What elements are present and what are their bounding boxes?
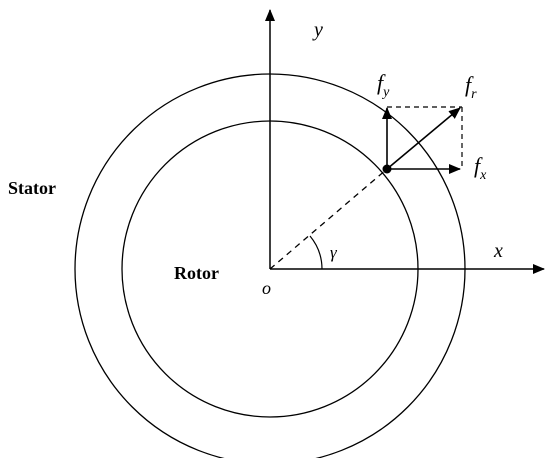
- fr-label: fr: [465, 72, 477, 102]
- force-application-point: [382, 164, 392, 174]
- rotor-label: Rotor: [174, 263, 219, 283]
- x-axis-label: x: [493, 240, 503, 262]
- fy-label-subscript: y: [381, 85, 390, 100]
- fr-label-subscript: r: [471, 87, 477, 102]
- stator-label: Stator: [8, 178, 56, 198]
- fy-label-base: f: [377, 70, 386, 95]
- fx-label-base: f: [474, 153, 483, 178]
- angle-arc: [309, 235, 323, 270]
- origin-label: o: [262, 278, 271, 298]
- fy-label: fy: [377, 70, 390, 100]
- fx-label-subscript: x: [479, 168, 487, 183]
- radius-dashed-line: [269, 168, 388, 270]
- fr-label-base: f: [465, 72, 474, 97]
- fr-vector: [386, 107, 461, 170]
- fx-label: fx: [474, 153, 487, 183]
- y-axis-label: y: [312, 19, 323, 41]
- angle-label: γ: [330, 243, 338, 262]
